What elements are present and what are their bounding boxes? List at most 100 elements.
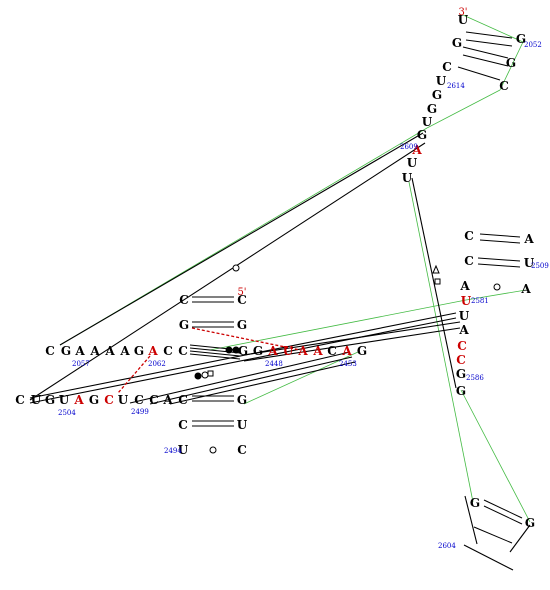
residue-number: 2581 xyxy=(471,297,489,305)
nucleotide: C xyxy=(149,393,159,407)
nucleotide: C xyxy=(464,254,474,268)
prime-labels: 3' 5' xyxy=(237,7,467,298)
black-line xyxy=(169,361,356,405)
nucleotide: A xyxy=(74,344,85,358)
black-line xyxy=(411,177,457,389)
circle-symbol xyxy=(493,283,501,291)
square-symbol xyxy=(207,370,214,377)
nucleotide: A xyxy=(89,344,100,358)
nucleotide: U xyxy=(31,393,42,407)
residue-number: 2453 xyxy=(339,360,357,368)
green-line xyxy=(243,351,359,405)
residue-number: 2448 xyxy=(265,360,283,368)
black-line xyxy=(464,495,478,545)
bp-line xyxy=(477,263,521,268)
black-line xyxy=(29,317,457,404)
bp-line xyxy=(465,31,513,39)
residue-number: 2494 xyxy=(164,447,182,455)
nucleotide: G xyxy=(179,318,189,332)
green-line xyxy=(465,289,527,301)
residue-number: 2504 xyxy=(58,409,76,417)
circle-symbol xyxy=(209,446,217,454)
dashed-lines xyxy=(117,327,301,394)
dashed-line xyxy=(117,355,151,394)
nucleotide: A xyxy=(73,393,84,407)
bp-line xyxy=(477,257,521,262)
residue-number: 2062 xyxy=(148,360,166,368)
nucleotide: G xyxy=(61,344,71,358)
nucleotide: A xyxy=(104,344,115,358)
nucleotide: U xyxy=(458,13,469,27)
nucleotide: U xyxy=(402,171,413,185)
nucleotide: C xyxy=(178,418,188,432)
square-symbol xyxy=(434,278,441,285)
circle-symbol xyxy=(201,371,209,379)
nucleotide: C xyxy=(237,443,247,457)
filled-circle-symbol xyxy=(194,372,202,380)
nucleotide: G xyxy=(432,88,442,102)
nucleotide: G xyxy=(516,32,526,46)
filled-circle-symbol xyxy=(225,346,233,354)
nucleotide: U xyxy=(283,344,294,358)
five-prime-label: 5' xyxy=(237,287,246,298)
residue-number: 2614 xyxy=(447,82,465,90)
nucleotide: G xyxy=(452,36,462,50)
nucleotide: C xyxy=(442,60,452,74)
nucleotide: U xyxy=(461,294,472,308)
black-line xyxy=(243,327,461,362)
nucleotide: U xyxy=(178,443,189,457)
nucleotide: C xyxy=(457,339,467,353)
black-line xyxy=(29,312,457,399)
black-line xyxy=(129,351,351,404)
bp-line xyxy=(462,54,509,67)
nucleotide: C xyxy=(499,79,509,93)
bp-line xyxy=(473,526,513,544)
nucleotide: G xyxy=(417,128,427,142)
nucleotide: U xyxy=(407,156,418,170)
nucleotide: A xyxy=(162,393,173,407)
nucleotide: G xyxy=(456,367,466,381)
green-line xyxy=(462,14,524,43)
green-line xyxy=(209,299,467,351)
dashed-line xyxy=(191,327,301,351)
black-line xyxy=(189,353,241,360)
black-line xyxy=(509,524,531,553)
nucleotide: U xyxy=(436,74,447,88)
nucleotide: G xyxy=(470,496,480,510)
nucleotide: C xyxy=(178,393,188,407)
nucleotide: G xyxy=(427,102,437,116)
black-line xyxy=(59,132,424,346)
residue-number: 2509 xyxy=(531,262,549,270)
nucleotide: U xyxy=(524,256,535,270)
bp-line xyxy=(457,66,501,81)
nucleotide: C xyxy=(327,344,337,358)
base-pair-lines xyxy=(192,31,523,544)
bp-line xyxy=(479,233,521,238)
residue-number: 2499 xyxy=(131,408,149,416)
nucleotide: A xyxy=(147,344,158,358)
nucleotide: A xyxy=(523,232,534,246)
residue-number: 2609 xyxy=(400,143,418,151)
nucleotide: A xyxy=(520,282,531,296)
black-line xyxy=(463,544,514,571)
black-line xyxy=(29,142,426,401)
nucleotide: C xyxy=(104,393,114,407)
green-lines xyxy=(59,14,531,523)
nucleotide: U xyxy=(422,115,433,129)
nucleotide: A xyxy=(458,323,469,337)
nucleotide: A xyxy=(119,344,130,358)
bp-line xyxy=(483,505,523,525)
circle-symbol xyxy=(232,264,240,272)
symbols xyxy=(194,264,501,454)
nucleotide: G xyxy=(237,318,247,332)
nucleotide: U xyxy=(237,418,248,432)
residue-number: 2057 xyxy=(72,360,90,368)
nucleotide: U xyxy=(459,309,470,323)
nucleotide: G xyxy=(357,344,367,358)
bp-line xyxy=(462,46,509,59)
nucleotide: G xyxy=(237,393,247,407)
nucleotide: A xyxy=(267,344,278,358)
